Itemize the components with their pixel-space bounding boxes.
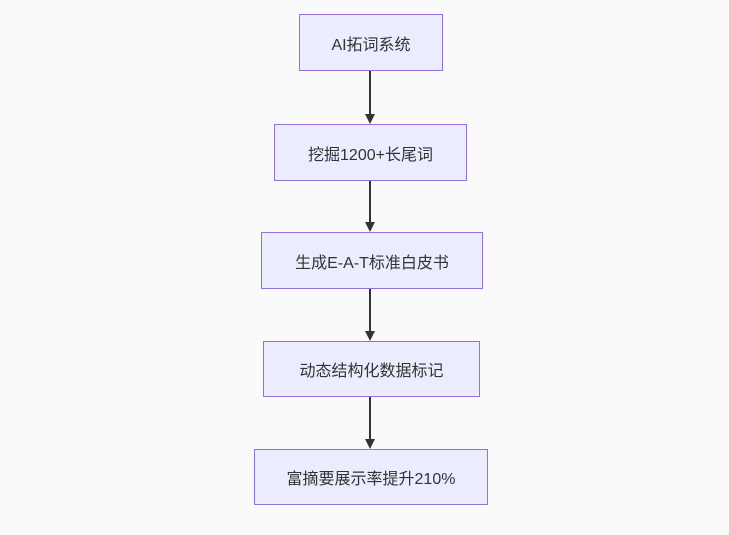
arrow-head-icon: [365, 114, 375, 124]
arrow-line: [369, 397, 371, 440]
arrow-connector: [364, 397, 376, 449]
arrow-connector: [364, 71, 376, 124]
flow-node-ai-word-expansion-system: AI拓词系统: [299, 14, 443, 71]
node-label: 挖掘1200+长尾词: [308, 146, 433, 164]
flow-node-generate-eat-whitepaper: 生成E-A-T标准白皮书: [261, 232, 483, 289]
arrow-line: [369, 181, 371, 223]
arrow-connector: [364, 289, 376, 341]
node-label: 富摘要展示率提升210%: [286, 471, 456, 488]
flow-node-mine-longtail-keywords: 挖掘1200+长尾词: [274, 124, 467, 181]
arrow-head-icon: [365, 331, 375, 341]
arrow-head-icon: [365, 439, 375, 449]
arrow-line: [369, 289, 371, 332]
arrow-head-icon: [365, 222, 375, 232]
flow-node-rich-snippet-rate-increase: 富摘要展示率提升210%: [254, 449, 488, 505]
flow-node-dynamic-structured-data-markup: 动态结构化数据标记: [263, 341, 480, 397]
node-label: 生成E-A-T标准白皮书: [295, 254, 449, 272]
node-label: 动态结构化数据标记: [299, 363, 444, 380]
arrow-line: [369, 71, 371, 115]
node-label: AI拓词系统: [331, 36, 411, 54]
arrow-connector: [364, 181, 376, 232]
